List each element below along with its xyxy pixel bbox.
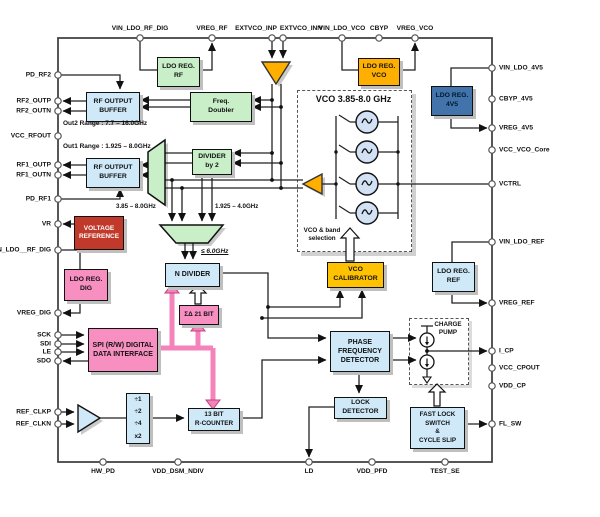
n-divider-block: N DIVIDER bbox=[165, 263, 220, 287]
lock-detector-block: LOCK DETECTOR bbox=[334, 397, 387, 419]
rf1-output-buffer-block: RF OUTPUT BUFFER bbox=[86, 158, 140, 188]
pin-label-top: VREG_RF bbox=[196, 25, 228, 32]
ldo-reg-4v5-block: LDO REG. 4V5 bbox=[431, 86, 473, 116]
pin-label-left: SCK bbox=[37, 331, 51, 339]
out1-range-label: Out1 Range : 1.925 – 8.0GHz bbox=[63, 143, 151, 150]
ndivider-mux-shape bbox=[158, 224, 225, 244]
rf2-output-buffer-block: RF OUTPUT BUFFER bbox=[86, 92, 140, 122]
pin-label-left: RF2_OUTN bbox=[16, 107, 51, 115]
freq-doubler-block: Freq. Doubler bbox=[190, 92, 252, 122]
ldo-reg-ref-block: LDO REG. REF bbox=[432, 262, 475, 292]
pin-circles bbox=[54, 34, 496, 466]
ref-input-buffer-icon bbox=[77, 403, 102, 434]
pin-label-left: PD_RF1 bbox=[25, 195, 51, 203]
ref-scaler-option: x2 bbox=[134, 432, 142, 440]
vco-direct-range-label: 3.85 – 8.0GHz bbox=[116, 203, 156, 210]
white-arrows bbox=[188, 227, 447, 407]
ldo-reg-rf-block: LDO REG. RF bbox=[157, 57, 200, 87]
vco-box-title: VCO 3.85-8.0 GHz bbox=[315, 94, 392, 104]
pin-label-left: VREG_DIG bbox=[16, 309, 51, 317]
pin-label-right: VCTRL bbox=[499, 180, 521, 188]
pin-label-left: VIN_LDO__RF_DIG bbox=[0, 246, 51, 254]
pin-label-left: RF1_OUTN bbox=[16, 171, 51, 179]
n-divider-max-label: ≤ 6.0GHz bbox=[201, 248, 229, 255]
charge-pump-current-source-icons bbox=[419, 332, 435, 384]
divider-by-2-block: DIVIDER by 2 bbox=[192, 149, 232, 175]
pin-label-right: VREG_4V5 bbox=[499, 124, 534, 132]
vco-oscillator-icons bbox=[355, 110, 379, 225]
pin-label-right: I_CP bbox=[499, 347, 514, 355]
pin-label-left: VR bbox=[41, 220, 51, 228]
extvco-input-buffer-icon bbox=[260, 61, 292, 86]
pin-label-right: VREG_REF bbox=[499, 299, 535, 307]
pin-label-left: REF_CLKN bbox=[15, 420, 51, 428]
pin-label-left: SDI bbox=[40, 340, 51, 348]
pin-label-bottom: TEST_SE bbox=[430, 468, 460, 475]
pin-label-left: REF_CLKP bbox=[16, 408, 51, 416]
pin-label-top: CBYP bbox=[369, 25, 389, 32]
vco-div2-range-label: 1.925 – 4.0GHz bbox=[215, 203, 259, 210]
pin-label-bottom: LD bbox=[304, 468, 314, 475]
pin-label-right: FL_SW bbox=[499, 420, 522, 428]
spi-bus bbox=[156, 283, 222, 410]
pin-label-left: SDO bbox=[36, 357, 51, 365]
spi-interface-block: SPI (R/W) DIGITAL DATA INTERFACE bbox=[88, 328, 158, 372]
pin-label-top: EXTVCO_INP bbox=[235, 25, 277, 32]
pin-label-left: VCC_RFOUT bbox=[10, 132, 51, 140]
signal-wires bbox=[61, 38, 489, 458]
out2-range-label: Out2 Range : 7.7 – 16.0GHz bbox=[63, 120, 148, 127]
ref-scaler-block: ÷1 ÷2 ÷4 x2 bbox=[126, 393, 150, 444]
r-counter-block: 13 BIT R-COUNTER bbox=[188, 408, 240, 431]
pin-label-left: LE bbox=[42, 348, 51, 356]
pin-label-left: RF1_OUTP bbox=[16, 161, 51, 169]
charge-pump-label: CHARGE PUMP bbox=[434, 321, 462, 337]
sigma-delta-block: ΣΔ 21 BIT bbox=[179, 305, 219, 325]
pin-label-right: VCC_VCO_Core bbox=[499, 146, 550, 154]
pin-label-bottom: VDD_PFD bbox=[356, 468, 388, 475]
ref-scaler-option: ÷4 bbox=[134, 420, 142, 428]
fast-lock-block: FAST LOCK SWITCH & CYCLE SLIP bbox=[410, 407, 465, 449]
vco-band-selection-label: VCO & band selection bbox=[303, 227, 341, 243]
vco-calibrator-block: VCO CALIBRATOR bbox=[327, 262, 384, 288]
pin-label-top: EXTVCO_INN bbox=[279, 25, 323, 32]
rf1-mux-shape bbox=[147, 138, 166, 207]
vco-dashed-box bbox=[297, 90, 412, 252]
pin-label-right: VIN_LDO_REF bbox=[499, 238, 545, 246]
pin-label-right: VCC_CPOUT bbox=[499, 364, 540, 372]
voltage-reference-block: VOLTAGE REFERENCE bbox=[74, 216, 124, 250]
pin-label-right: VIN_LDO_4V5 bbox=[499, 64, 543, 72]
pin-label-left: RF2_OUTP bbox=[16, 97, 51, 105]
pin-label-right: VDD_CP bbox=[499, 382, 526, 390]
ldo-reg-dig-block: LDO REG. DIG bbox=[64, 269, 108, 301]
ref-scaler-option: ÷2 bbox=[134, 408, 142, 416]
ref-scaler-option: ÷1 bbox=[134, 395, 142, 403]
pin-label-top: VREG_VCO bbox=[396, 25, 434, 32]
ldo-reg-vco-block: LDO REG. VCO bbox=[358, 58, 400, 86]
junction-dots bbox=[170, 98, 429, 353]
pfd-block: PHASE FREQUENCY DETECTOR bbox=[330, 331, 390, 372]
pin-label-top: VIN_LDO_RF_DIG bbox=[111, 25, 169, 32]
pin-label-top: VIN_LDO_VCO bbox=[318, 25, 366, 32]
pin-label-left: PD_RF2 bbox=[25, 71, 51, 79]
pin-label-right: CBYP_4V5 bbox=[499, 95, 533, 103]
pin-label-bottom: VDD_DSM_NDIV bbox=[152, 468, 204, 475]
vco-output-buffer-icon bbox=[301, 172, 323, 196]
pin-label-bottom: HW_PD bbox=[91, 468, 115, 475]
